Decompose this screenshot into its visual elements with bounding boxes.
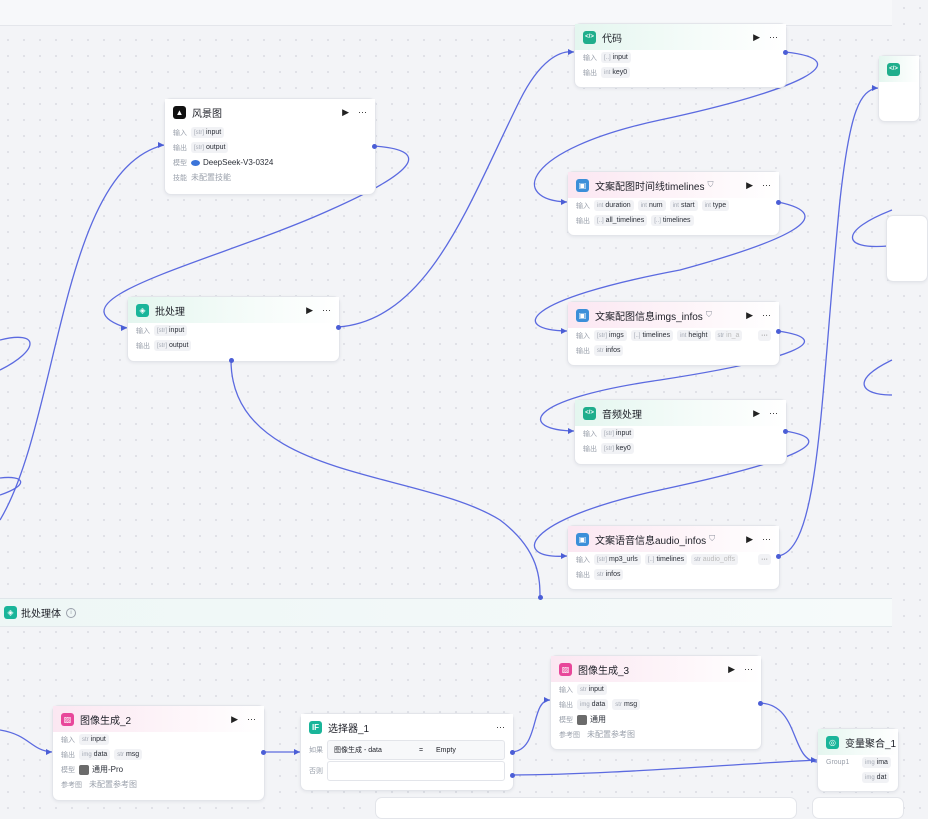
run-icon[interactable]: ▶ xyxy=(728,663,735,674)
info-icon[interactable]: i xyxy=(66,607,76,618)
imgs-infos-node[interactable]: ▣ 文案配图信息imgs_infos⛉ ▶··· 输入 [str]imgs [.… xyxy=(567,301,780,366)
selector-icon: IF xyxy=(309,720,322,734)
condition-box[interactable]: 图像生成 - data = Empty xyxy=(327,740,505,760)
code-icon: </> xyxy=(583,406,596,420)
run-icon[interactable]: ▶ xyxy=(231,713,238,724)
port[interactable] xyxy=(783,50,788,55)
group-title: 批处理体 xyxy=(21,609,61,620)
port[interactable] xyxy=(776,200,781,205)
plugin-icon: ▣ xyxy=(576,178,589,192)
more-params-button[interactable]: ··· xyxy=(758,330,771,341)
aggregate-icon: ◎ xyxy=(826,735,839,749)
more-icon[interactable]: ··· xyxy=(762,534,771,544)
offscreen-node-bottom-right[interactable] xyxy=(812,797,904,819)
more-params-button[interactable]: ··· xyxy=(758,554,771,565)
code-icon: </> xyxy=(583,30,596,44)
node-title: 代码 xyxy=(602,33,622,45)
batch-body-group-header[interactable]: ◈ 批处理体 i xyxy=(0,598,892,627)
port[interactable] xyxy=(538,595,543,600)
edge-audio-infos-to-right xyxy=(777,87,879,557)
condition-operator[interactable]: = xyxy=(418,746,424,754)
edge-batch-to-group xyxy=(230,359,541,599)
model-avatar xyxy=(577,714,587,725)
landscape-icon: ▲ xyxy=(173,105,186,119)
run-icon[interactable]: ▶ xyxy=(342,106,349,117)
edge-left-loop-1 xyxy=(0,336,31,371)
more-icon[interactable]: ··· xyxy=(762,180,771,190)
plugin-icon: ▣ xyxy=(576,308,589,322)
port[interactable] xyxy=(336,325,341,330)
edge-right-loop-2 xyxy=(863,359,893,396)
port[interactable] xyxy=(229,358,234,363)
run-icon[interactable]: ▶ xyxy=(306,304,313,315)
offscreen-node-bottom[interactable] xyxy=(375,797,797,819)
run-icon[interactable]: ▶ xyxy=(753,31,760,42)
batch-icon: ◈ xyxy=(136,303,149,317)
more-icon[interactable]: ··· xyxy=(496,722,505,732)
edge-img-gen-3-to-agg xyxy=(759,702,818,763)
selector-1-node[interactable]: IF 选择器_1 ··· 如果 图像生成 - data = Empty 否则 xyxy=(300,713,514,791)
more-icon[interactable]: ··· xyxy=(358,107,367,117)
edge-left-loop-2 xyxy=(0,476,22,496)
else-branch-box[interactable] xyxy=(327,761,505,781)
condition-left[interactable]: 图像生成 - data xyxy=(334,747,382,754)
run-icon[interactable]: ▶ xyxy=(753,407,760,418)
run-icon[interactable]: ▶ xyxy=(746,533,753,544)
offscreen-node-top-right[interactable]: </> xyxy=(878,55,920,122)
edge-selector-to-img-gen-3 xyxy=(511,699,551,753)
code-icon: </> xyxy=(887,62,900,76)
more-icon[interactable]: ··· xyxy=(744,664,753,674)
batch-node[interactable]: ◈ 批处理 ▶··· 输入[str]input 输出[str]output xyxy=(127,296,340,362)
deepseek-icon xyxy=(191,159,200,166)
audio-node[interactable]: </> 音频处理 ▶··· 输入[str]input 输出[str]key0 xyxy=(574,399,787,465)
run-icon[interactable]: ▶ xyxy=(746,179,753,190)
image-icon: ▨ xyxy=(559,662,572,676)
port[interactable] xyxy=(510,750,515,755)
edge-selector-else-to-agg xyxy=(511,759,818,776)
batch-icon: ◈ xyxy=(4,606,17,619)
port[interactable] xyxy=(261,750,266,755)
port[interactable] xyxy=(783,429,788,434)
more-icon[interactable]: ··· xyxy=(769,32,778,42)
port[interactable] xyxy=(372,144,377,149)
more-icon[interactable]: ··· xyxy=(322,305,331,315)
condition-right[interactable]: Empty xyxy=(436,746,456,754)
edge-left-to-img-gen-2 xyxy=(0,729,53,753)
more-icon[interactable]: ··· xyxy=(769,408,778,418)
top-toolbar xyxy=(0,0,892,26)
more-icon[interactable]: ··· xyxy=(247,714,256,724)
port[interactable] xyxy=(776,554,781,559)
offscreen-node-mid-right[interactable] xyxy=(886,215,928,282)
port[interactable] xyxy=(510,773,515,778)
more-icon[interactable]: ··· xyxy=(762,310,771,320)
port[interactable] xyxy=(776,329,781,334)
plugin-icon: ▣ xyxy=(576,532,589,546)
landscape-node[interactable]: ▲ 风景图 ▶··· 输入[str]input 输出[str]output 模型… xyxy=(164,98,376,195)
run-icon[interactable]: ▶ xyxy=(746,309,753,320)
model-avatar xyxy=(79,764,89,775)
port[interactable] xyxy=(758,701,763,706)
audio-infos-node[interactable]: ▣ 文案语音信息audio_infos⛉ ▶··· 输入 [str]mp3_ur… xyxy=(567,525,780,590)
image-icon: ▨ xyxy=(61,712,74,726)
